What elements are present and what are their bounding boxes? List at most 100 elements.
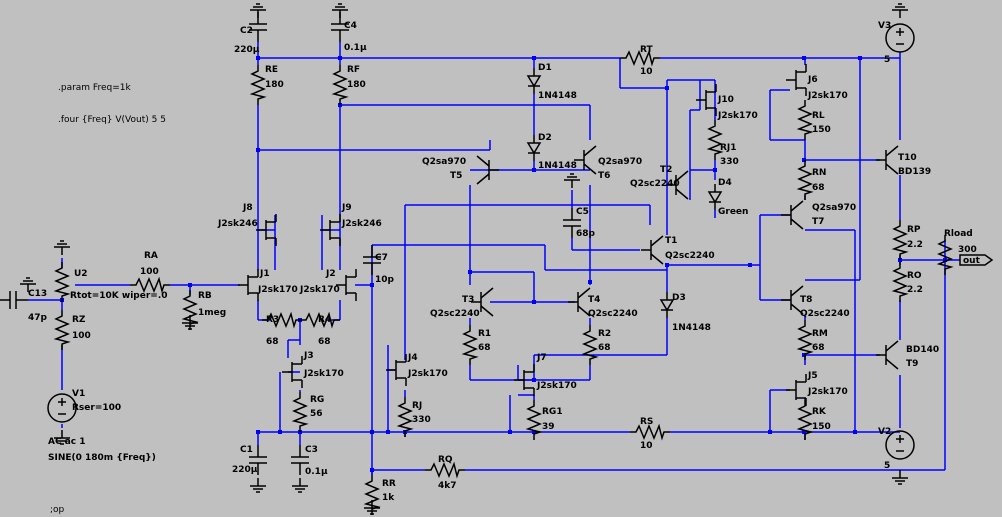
value-c3: 0.1µ <box>305 467 328 477</box>
label-c7: C7 <box>375 253 388 263</box>
label-r1: R1 <box>478 329 491 339</box>
label-r3: R3 <box>266 315 279 325</box>
value-j3: J2sk170 <box>303 369 344 379</box>
wires <box>28 42 960 475</box>
label-t10: T10 <box>898 153 917 163</box>
label-rr: RR <box>382 479 396 489</box>
value-j8: J2sk246 <box>217 219 258 229</box>
label-c4: C4 <box>344 21 357 31</box>
value-t3: Q2sc2240 <box>430 309 480 319</box>
value-rr: 1k <box>382 493 395 503</box>
value-d2: 1N4148 <box>538 161 577 171</box>
four-directive: .four {Freq} V(Vout) 5 5 <box>58 115 166 125</box>
value-j1: J2sk170 <box>257 285 298 295</box>
value-r1: 68 <box>478 343 491 353</box>
label-j1: J1 <box>259 269 270 279</box>
label-j3: J3 <box>303 351 314 361</box>
value-c2-top: 220µ <box>234 45 260 55</box>
label-v3: V3 <box>878 21 891 31</box>
label-d1: D1 <box>538 63 552 73</box>
value-rj: 330 <box>412 415 431 425</box>
label-re: RE <box>265 65 278 75</box>
value-rk: 150 <box>812 422 831 432</box>
value-rg1: 39 <box>542 422 555 432</box>
label-rm: RM <box>812 329 828 339</box>
label-t5: T5 <box>450 171 462 181</box>
v1-ac-spec: AC ac 1 <box>48 437 86 447</box>
value-t8: Q2sc2240 <box>800 309 850 319</box>
label-r2: R2 <box>598 329 611 339</box>
label-t7: T7 <box>812 217 824 227</box>
value-t1: Q2sc2240 <box>665 251 715 261</box>
label-j5: J5 <box>807 371 818 381</box>
value-d3: 1N4148 <box>672 323 711 333</box>
out-net-label: out <box>963 256 981 266</box>
label-v1: V1 <box>72 389 85 399</box>
label-rz: RZ <box>72 315 86 325</box>
value-v2: 5 <box>884 461 890 471</box>
label-t1: T1 <box>665 236 677 246</box>
label-d2: D2 <box>538 133 552 143</box>
value-j4: J2sk170 <box>407 369 448 379</box>
op-directive: ;op <box>50 505 65 515</box>
label-t4: T4 <box>588 295 600 305</box>
label-r4: R4 <box>318 315 331 325</box>
label-rload: Rload <box>944 229 973 239</box>
label-j6: J6 <box>807 75 818 85</box>
label-rs: RS <box>640 417 653 427</box>
value-c1: 220µ <box>232 465 258 475</box>
labels: .param Freq=1k .four {Freq} V(Vout) 5 5 … <box>28 21 994 515</box>
label-j9: J9 <box>341 203 352 213</box>
label-t8: T8 <box>800 295 812 305</box>
value-j6: J2sk170 <box>807 91 848 101</box>
value-ra: 100 <box>140 267 159 277</box>
value-c7: 10p <box>375 275 395 285</box>
value-c13: 47p <box>28 313 48 323</box>
label-j7: J7 <box>536 353 547 363</box>
value-d1: 1N4148 <box>538 91 577 101</box>
label-c5: C5 <box>576 207 589 217</box>
value-r4: 68 <box>318 337 331 347</box>
value-j5: J2sk170 <box>807 387 848 397</box>
value-rs: 10 <box>640 441 653 451</box>
value-c4: 0.1µ <box>344 43 367 53</box>
label-j8: J8 <box>242 203 253 213</box>
label-rt: RT <box>640 45 654 55</box>
label-j2: J2 <box>325 269 336 279</box>
value-rp: 2.2 <box>907 240 923 250</box>
label-j4: J4 <box>407 353 418 363</box>
value-t5: Q2sa970 <box>422 157 466 167</box>
label-t3: T3 <box>462 295 474 305</box>
value-j2: J2sk170 <box>299 285 340 295</box>
value-r3: 68 <box>266 337 279 347</box>
value-u2: Rtot=10K wiper=.0 <box>70 291 168 301</box>
label-rg: RG <box>310 395 324 405</box>
value-rl: 150 <box>812 125 831 135</box>
label-d3: D3 <box>672 293 686 303</box>
out-net-flag <box>959 254 994 266</box>
label-c13: C13 <box>28 289 47 299</box>
value-rn: 68 <box>812 183 825 193</box>
label-t9: T9 <box>906 359 918 369</box>
value-rload: 300 <box>958 245 977 255</box>
label-rp: RP <box>907 225 921 235</box>
label-c3: C3 <box>305 445 318 455</box>
param-directive: .param Freq=1k <box>58 83 131 93</box>
label-ra: RA <box>144 251 158 261</box>
value-t10: BD139 <box>898 167 931 177</box>
label-rg1: RG1 <box>542 407 563 417</box>
value-rz: 100 <box>72 331 91 341</box>
label-d4: D4 <box>718 178 732 188</box>
v1-sine-spec: SINE(0 180m {Freq}) <box>48 453 156 463</box>
value-rm: 68 <box>812 343 825 353</box>
value-v1: Rser=100 <box>72 403 121 413</box>
label-t6: T6 <box>598 171 610 181</box>
label-rq: RQ <box>438 455 453 465</box>
value-rq: 4k7 <box>438 481 457 491</box>
label-c1: C1 <box>240 445 253 455</box>
label-rf: RF <box>347 65 360 75</box>
label-ro: RO <box>907 271 922 281</box>
junction-dots <box>60 56 947 472</box>
value-t2: Q2sc2240 <box>630 179 680 189</box>
label-rn: RN <box>812 168 826 178</box>
